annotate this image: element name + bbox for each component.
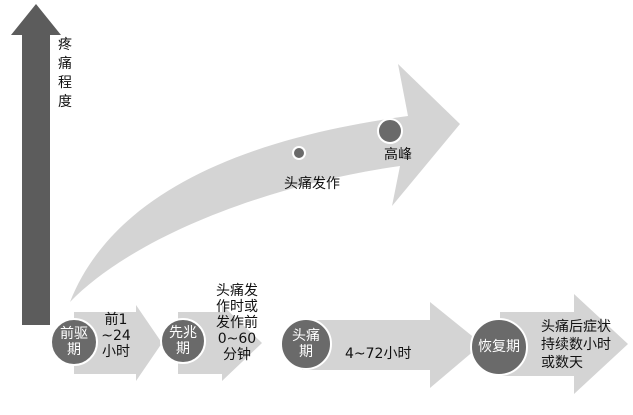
- phase-arrow-prodrome: [74, 305, 162, 381]
- phase-duration-prodrome: 前1~24小时: [101, 312, 131, 360]
- peak-dot: [377, 118, 403, 144]
- phase-name-headache: 头痛期: [292, 328, 320, 360]
- phase-circle-prodrome: 前驱期: [50, 318, 98, 366]
- pain-axis-label: 疼痛程度: [58, 37, 72, 110]
- pain-axis-arrow: [11, 4, 61, 325]
- phase-arrow-headache: [302, 302, 482, 388]
- phase-duration-aura: 头痛发作时或发作前0~60分钟: [216, 283, 258, 363]
- phase-arrow-recovery: [500, 294, 628, 394]
- onset-label: 头痛发作: [284, 176, 340, 192]
- peak-label: 高峰: [384, 147, 412, 163]
- phase-duration-recovery: 头痛后症状持续数小时或数天: [541, 319, 611, 371]
- onset-dot: [292, 146, 306, 160]
- phase-circle-headache: 头痛期: [280, 318, 332, 370]
- curved-pain-arrow: [70, 64, 460, 302]
- phase-duration-headache: 4~72小时: [345, 346, 412, 362]
- phase-name-aura: 先兆期: [169, 325, 197, 357]
- phase-name-recovery: 恢复期: [478, 339, 520, 355]
- phase-name-prodrome: 前驱期: [60, 326, 88, 358]
- phase-circle-aura: 先兆期: [160, 318, 206, 364]
- phase-circle-recovery: 恢复期: [470, 318, 528, 376]
